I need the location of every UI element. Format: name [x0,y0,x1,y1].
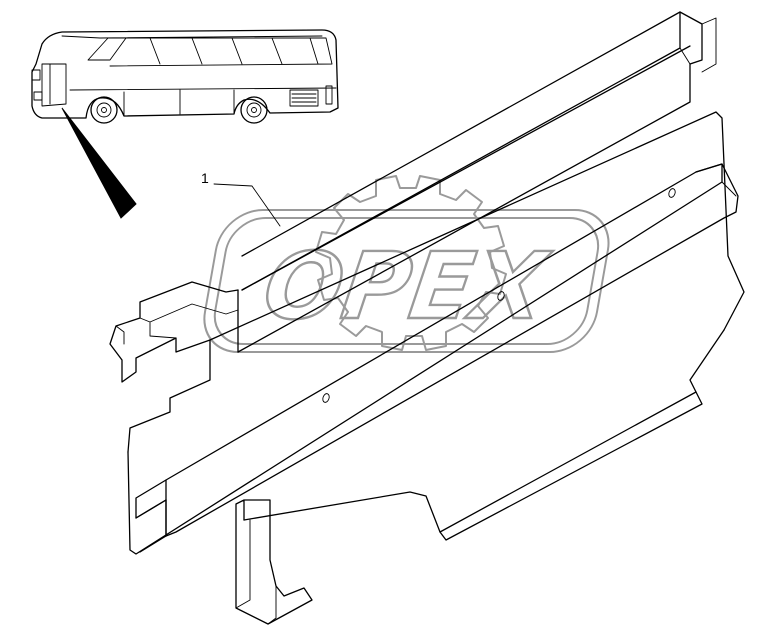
main-panel-sheet [209,111,745,341]
bus-rear-wheel [240,96,268,124]
bus-window-dividers [149,37,319,65]
hole [668,188,676,198]
callout-label-1: 1 [201,170,209,186]
side-panel-assembly [109,11,745,625]
watermark-logo: OPEX [203,175,610,353]
bus-front-lights [31,69,43,101]
bus-front-door [41,63,67,107]
bus-overview-thumbnail [31,29,339,219]
watermark-gear [315,175,507,351]
bus-skirt-line [69,87,337,117]
lower-leg [235,499,313,625]
bus-window-band [87,37,333,67]
bus-body-outline [31,29,339,119]
upper-rail-left-flange [109,281,239,383]
location-pointer-arrow [61,107,137,219]
hole [322,393,330,403]
bus-roof-line [61,35,323,39]
mounting-holes [322,188,676,403]
watermark-text: OPEX [258,232,557,339]
watermark-banner-inner [213,217,600,345]
watermark-banner [203,209,610,353]
bus-front-wheel [90,96,118,124]
callout-1-leader [213,183,281,227]
hole [497,291,505,301]
bus-rear-grille [289,89,319,107]
